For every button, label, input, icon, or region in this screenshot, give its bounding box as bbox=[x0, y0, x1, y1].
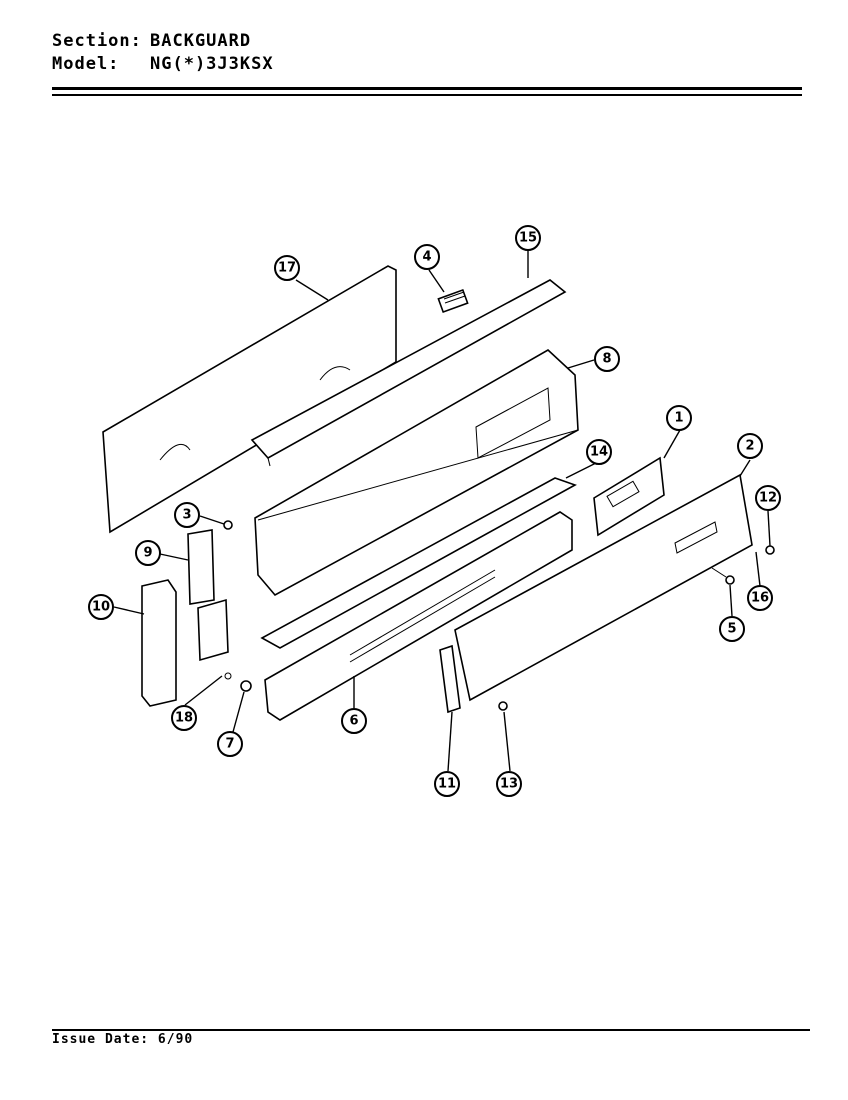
svg-text:2: 2 bbox=[745, 439, 754, 454]
header-rule-thick bbox=[52, 87, 802, 90]
part-5-nut bbox=[725, 575, 735, 585]
svg-text:7: 7 bbox=[225, 737, 234, 752]
part-9-end-bracket bbox=[187, 529, 229, 662]
footer-rule bbox=[52, 1029, 810, 1031]
svg-text:14: 14 bbox=[590, 445, 608, 460]
part-14-lower-trim bbox=[260, 477, 577, 649]
part-1-bracket bbox=[593, 456, 665, 537]
svg-text:3: 3 bbox=[182, 508, 191, 523]
svg-text:12: 12 bbox=[759, 491, 777, 506]
svg-text:13: 13 bbox=[500, 777, 518, 792]
part-7-knob bbox=[240, 680, 252, 692]
part-4-clip bbox=[437, 288, 469, 314]
callout-4: 4 bbox=[414, 244, 440, 270]
callout-17: 17 bbox=[274, 255, 300, 281]
callout-13: 13 bbox=[496, 771, 522, 797]
callout-5: 5 bbox=[719, 616, 745, 642]
svg-text:17: 17 bbox=[278, 261, 296, 276]
callout-1: 1 bbox=[666, 405, 692, 431]
model-value: NG(*)3J3KSX bbox=[150, 54, 274, 74]
svg-text:4: 4 bbox=[422, 250, 431, 265]
part-8-backguard-body bbox=[254, 349, 579, 597]
callout-18: 18 bbox=[171, 705, 197, 731]
svg-text:10: 10 bbox=[92, 600, 110, 615]
issue-date: Issue Date: 6/90 bbox=[52, 1032, 194, 1047]
hardware bbox=[223, 520, 775, 711]
part-6-vent-panel bbox=[264, 511, 573, 721]
part-2-front-panel bbox=[454, 473, 753, 702]
callout-2: 2 bbox=[737, 433, 763, 459]
svg-text:5: 5 bbox=[727, 622, 736, 637]
svg-text:16: 16 bbox=[751, 591, 769, 606]
svg-text:18: 18 bbox=[175, 711, 193, 726]
callout-10: 10 bbox=[88, 594, 114, 620]
svg-text:1: 1 bbox=[674, 411, 683, 426]
part-10-end-cap bbox=[141, 579, 177, 707]
callout-9: 9 bbox=[135, 540, 161, 566]
svg-text:6: 6 bbox=[349, 714, 358, 729]
part-12-screw bbox=[765, 545, 775, 555]
part-13-screw bbox=[498, 701, 508, 711]
callout-16: 16 bbox=[747, 585, 773, 611]
part-11-strip bbox=[439, 644, 461, 714]
model-label: Model: bbox=[52, 54, 120, 74]
svg-text:15: 15 bbox=[519, 231, 537, 246]
section-label: Section: bbox=[52, 31, 142, 51]
part-3-nut bbox=[223, 520, 233, 530]
svg-text:11: 11 bbox=[438, 777, 456, 792]
header-rule-thin bbox=[52, 94, 802, 96]
leader-lines bbox=[113, 250, 771, 772]
callout-11: 11 bbox=[434, 771, 460, 797]
part-17-rear-panel bbox=[102, 265, 397, 534]
callout-14: 14 bbox=[586, 439, 612, 465]
callout-6: 6 bbox=[341, 708, 367, 734]
callout-7: 7 bbox=[217, 731, 243, 757]
callout-15: 15 bbox=[515, 225, 541, 251]
callout-8: 8 bbox=[594, 346, 620, 372]
section-value: BACKGUARD bbox=[150, 31, 252, 51]
callout-12: 12 bbox=[755, 485, 781, 511]
part-18-clip bbox=[224, 672, 232, 680]
callout-3: 3 bbox=[174, 502, 200, 528]
part-15-top-trim bbox=[250, 279, 567, 467]
svg-text:9: 9 bbox=[143, 546, 152, 561]
page-header: Section: BACKGUARD Model: NG(*)3J3KSX bbox=[52, 30, 274, 76]
svg-text:8: 8 bbox=[602, 352, 611, 367]
